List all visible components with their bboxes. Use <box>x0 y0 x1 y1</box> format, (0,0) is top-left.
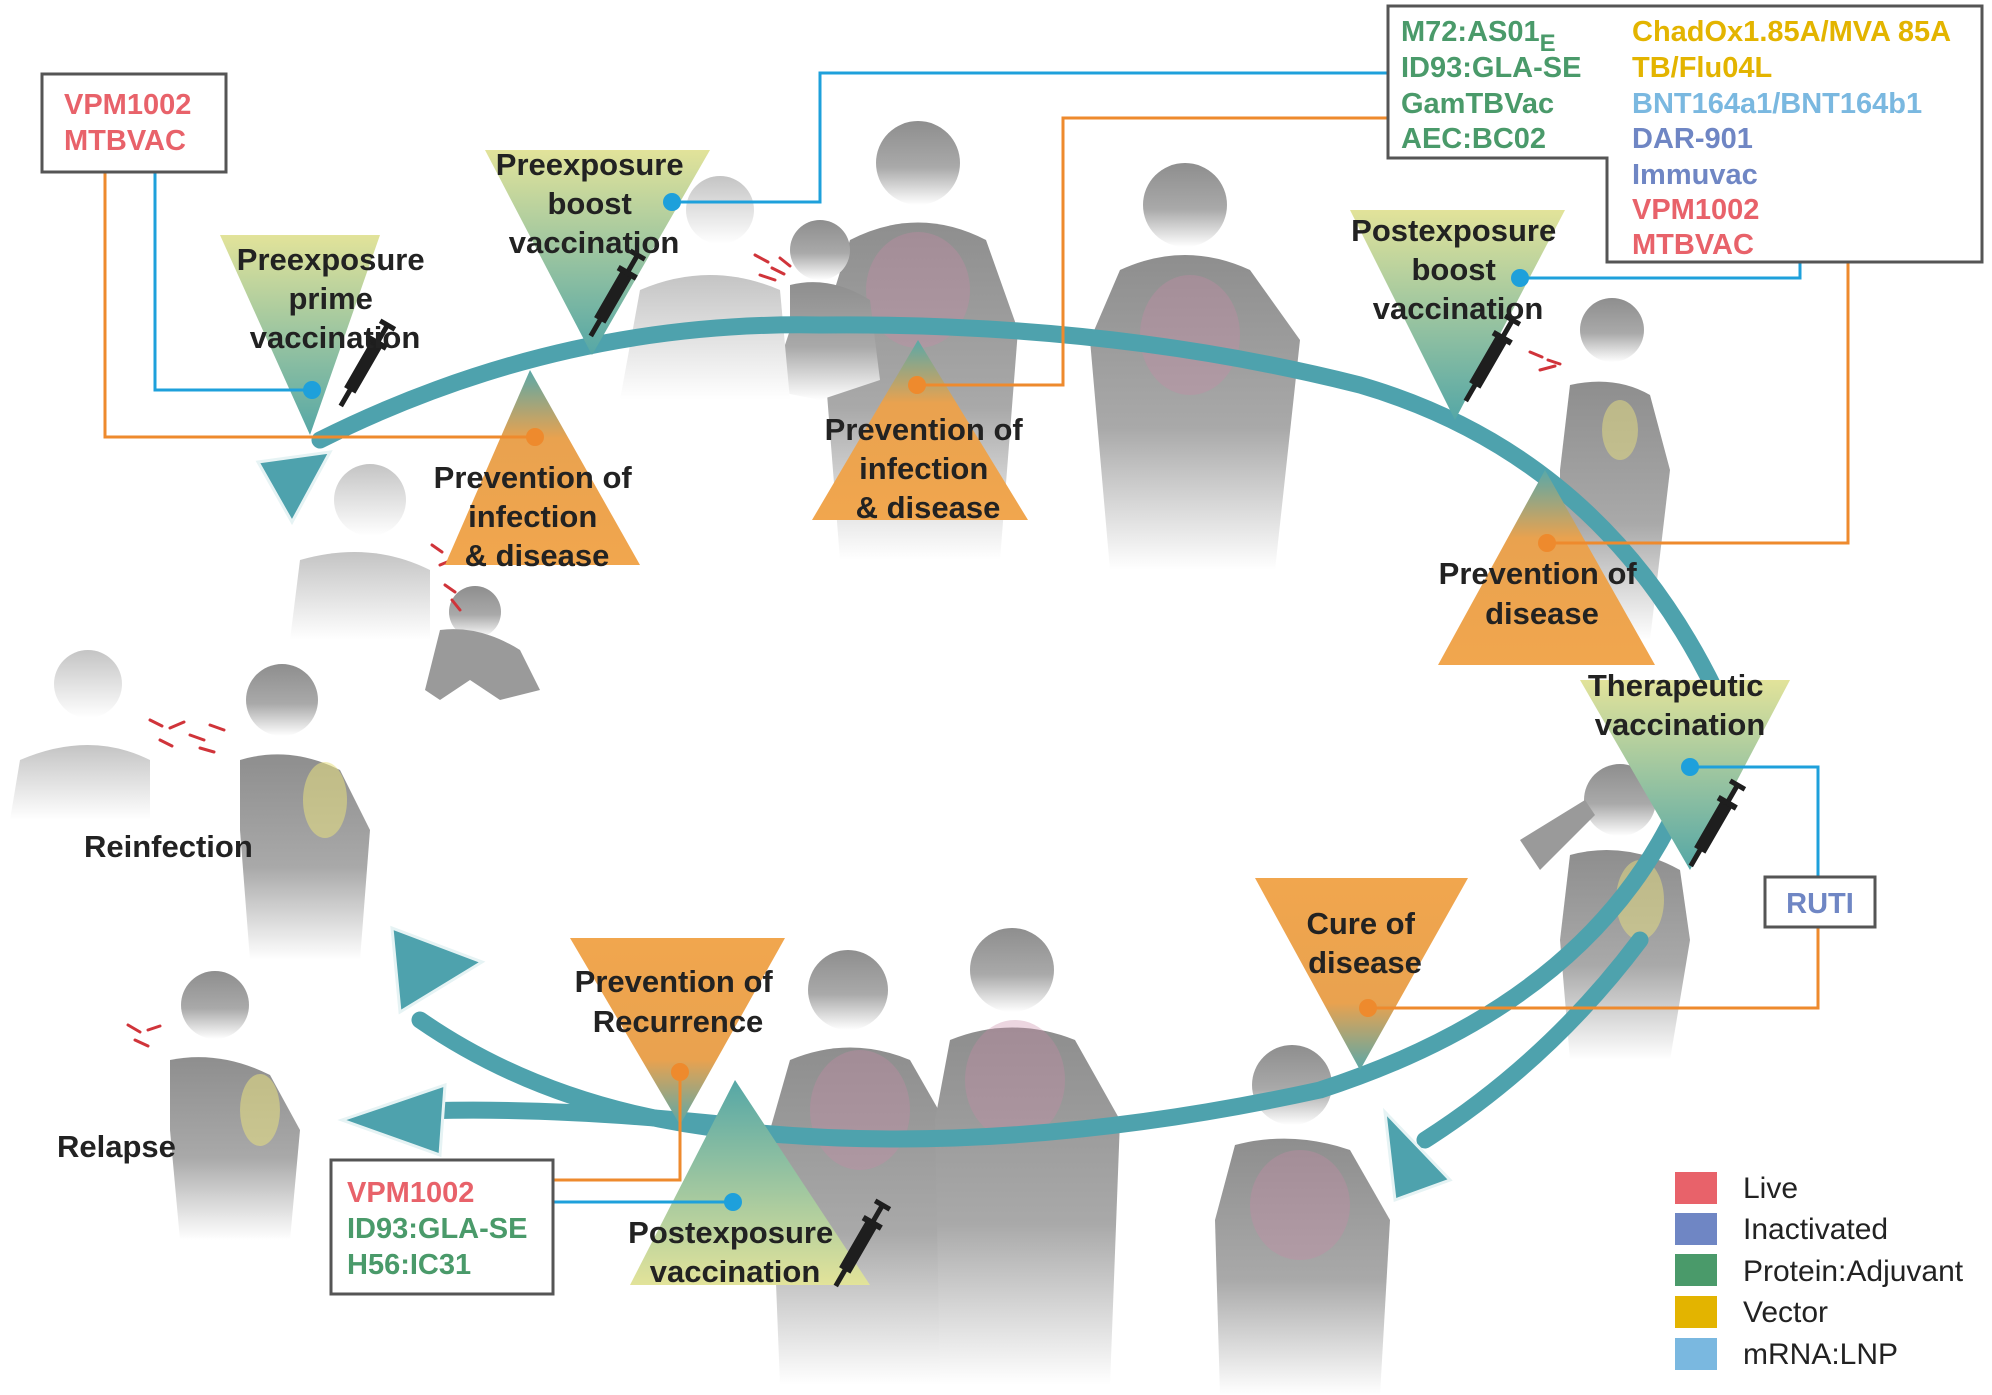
vaccine-name: AEC:BC02 <box>1401 123 1546 155</box>
connector-dots <box>303 193 1699 1211</box>
line-boost-preexposure <box>672 71 1395 204</box>
child-silhouette <box>770 220 880 400</box>
svg-text:Protein:Adjuvant: Protein:Adjuvant <box>1743 1255 1964 1288</box>
svg-text:Inactivated: Inactivated <box>1743 1213 1888 1246</box>
triangle-postexposure <box>630 1080 870 1285</box>
baby-silhouette <box>425 586 540 700</box>
triangle-postexposure-boost <box>1350 210 1565 420</box>
syringes <box>338 248 1747 1288</box>
vaccine-name: Immuvac <box>1632 159 1758 191</box>
arrowhead-relapse <box>337 1082 447 1158</box>
vaccine-name: RUTI <box>1786 888 1854 920</box>
coughing-person-silhouette <box>290 464 430 640</box>
syringe-icon <box>588 248 647 338</box>
vaccine-box-prime: VPM1002 MTBVAC <box>40 72 228 174</box>
vaccine-name: H56:IC31 <box>347 1249 471 1281</box>
arrowhead-prime <box>255 450 333 526</box>
adult-silhouette-2 <box>1090 163 1300 570</box>
svg-text:Vector: Vector <box>1743 1296 1828 1329</box>
vaccine-name: ID93:GLA-SE <box>1401 52 1581 84</box>
label-therapeutic: Therapeutic vaccination <box>1588 668 1772 742</box>
vaccine-name: BNT164a1/BNT164b1 <box>1632 88 1922 120</box>
reinfection-silhouettes <box>10 650 370 960</box>
triangle-preexposure-boost <box>485 150 710 355</box>
vaccine-name: DAR-901 <box>1632 123 1753 155</box>
bottom-people-silhouettes <box>770 928 1390 1395</box>
line-post-prevention <box>553 1072 682 1182</box>
triangle-prevention-recurrence <box>570 938 785 1125</box>
label-cure-disease: Cure of disease <box>1306 906 1423 980</box>
label-preexposure-prime: Preexposure prime vaccination <box>237 242 433 355</box>
svg-text:mRNA:LNP: mRNA:LNP <box>1743 1338 1898 1371</box>
syringe-icon <box>338 318 397 408</box>
line-prime-vaccination <box>153 172 312 392</box>
relapse-silhouette <box>170 971 300 1240</box>
vaccine-box-postexposure: VPM1002 ID93:GLA-SE H56:IC31 <box>329 1158 555 1296</box>
syringe-icon <box>1688 778 1747 868</box>
triangle-cure-disease <box>1255 878 1468 1070</box>
outcome-labels: Prevention of infection & disease Preven… <box>434 412 1646 1039</box>
event-labels: Reinfection Relapse <box>57 829 253 1164</box>
label-prevention-infection-1: Prevention of infection & disease <box>434 460 641 573</box>
arrowheads <box>255 450 1453 1203</box>
arrowhead-cure <box>1383 1107 1453 1203</box>
triangle-preexposure-prime <box>220 235 380 435</box>
svg-text:Live: Live <box>1743 1172 1798 1205</box>
vaccine-name: ChadOx1.85A/MVA 85A <box>1632 16 1951 48</box>
label-postexposure: Postexposure vaccination <box>628 1215 842 1289</box>
label-prevention-disease: Prevention of disease <box>1439 556 1646 631</box>
triangle-prevention-infection-1 <box>445 370 640 565</box>
legend-item: mRNA:LNP <box>1675 1338 1898 1371</box>
vaccine-name: VPM1002 <box>1632 194 1759 226</box>
vaccine-name: VPM1002 <box>347 1177 474 1209</box>
label-prevention-infection-2: Prevention of infection & disease <box>825 412 1032 525</box>
triangle-therapeutic <box>1580 680 1790 870</box>
vaccine-box-boost: M72:AS01E ID93:GLA-SE GamTBVac AEC:BC02 … <box>1386 4 1984 264</box>
droplets <box>126 253 1562 1048</box>
line-prime-prevention <box>103 172 535 439</box>
legend-item: Inactivated <box>1675 1213 1888 1246</box>
vaccine-name: MTBVAC <box>64 125 186 157</box>
line-boost-prevention-disease <box>1547 262 1850 545</box>
line-ruti-cure <box>1368 927 1820 1010</box>
outcome-triangles <box>445 340 1655 1125</box>
vaccination-triangles <box>220 150 1790 1285</box>
syringe-icon <box>833 1198 892 1288</box>
line-boost-prevention <box>917 116 1395 387</box>
cure-branch-arrow <box>1416 931 1649 1149</box>
legend-item: Vector <box>1675 1296 1828 1329</box>
line-boost-postexposure <box>1520 262 1802 280</box>
label-prevention-recurrence: Prevention of Recurrence <box>575 964 782 1039</box>
stage-labels: Preexposure prime vaccination Preexposur… <box>237 147 1772 1289</box>
syringe-icon <box>1463 313 1522 403</box>
vaccine-name: VPM1002 <box>64 89 191 121</box>
arrowhead-reinfection <box>390 925 486 1015</box>
vaccine-name: ID93:GLA-SE <box>347 1213 527 1245</box>
triangle-prevention-infection-2 <box>812 340 1028 520</box>
connector-lines <box>103 71 1850 1204</box>
legend-item: Live <box>1675 1172 1798 1205</box>
triangle-prevention-disease <box>1438 470 1655 665</box>
legend-item: Protein:Adjuvant <box>1675 1254 1964 1288</box>
vaccine-name: TB/Flu04L <box>1632 52 1772 84</box>
vaccine-name: GamTBVac <box>1401 88 1554 120</box>
legend: Live Inactivated Protein:Adjuvant Vector… <box>1675 1172 1964 1371</box>
label-postexposure-boost: Postexposure boost vaccination <box>1351 213 1565 326</box>
vaccine-box-therapeutic: RUTI <box>1763 875 1877 929</box>
label-preexposure-boost: Preexposure boost vaccination <box>496 147 692 260</box>
label-reinfection: Reinfection <box>84 829 253 864</box>
vaccine-name: MTBVAC <box>1632 229 1754 261</box>
label-relapse: Relapse <box>57 1129 176 1164</box>
line-ruti-therapeutic <box>1690 765 1820 877</box>
